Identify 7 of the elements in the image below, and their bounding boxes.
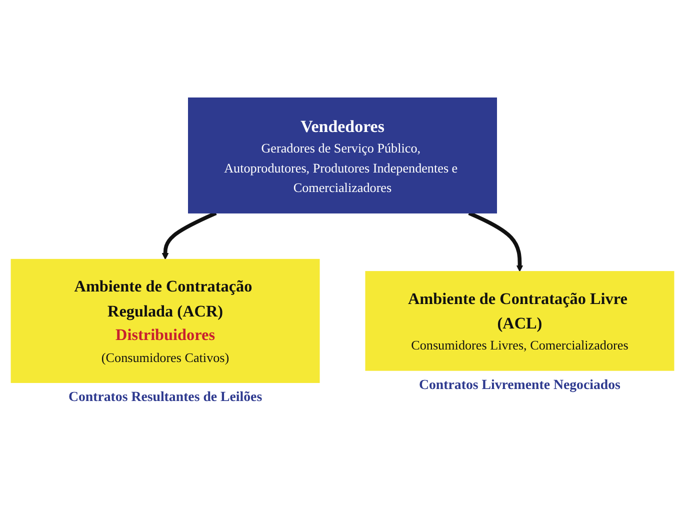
node-box: Vendedores Geradores de Serviço Público, Autoprodutores, Produtores Independentes e Comercializadores <box>188 98 497 214</box>
arrow <box>468 211 524 272</box>
arrow <box>162 211 217 260</box>
caption-text: Contratos Resultantes de Leilões <box>68 389 262 404</box>
caption-text: Contratos Livremente Negociados <box>419 376 620 392</box>
node-box: Ambiente de Contratação Livre (ACL) Consumidores Livres, Comercializadores <box>365 271 674 371</box>
node-box: Ambiente de Contratação Regulada (ACR) Distribuidores (Consumidores Cativos) <box>10 258 320 383</box>
